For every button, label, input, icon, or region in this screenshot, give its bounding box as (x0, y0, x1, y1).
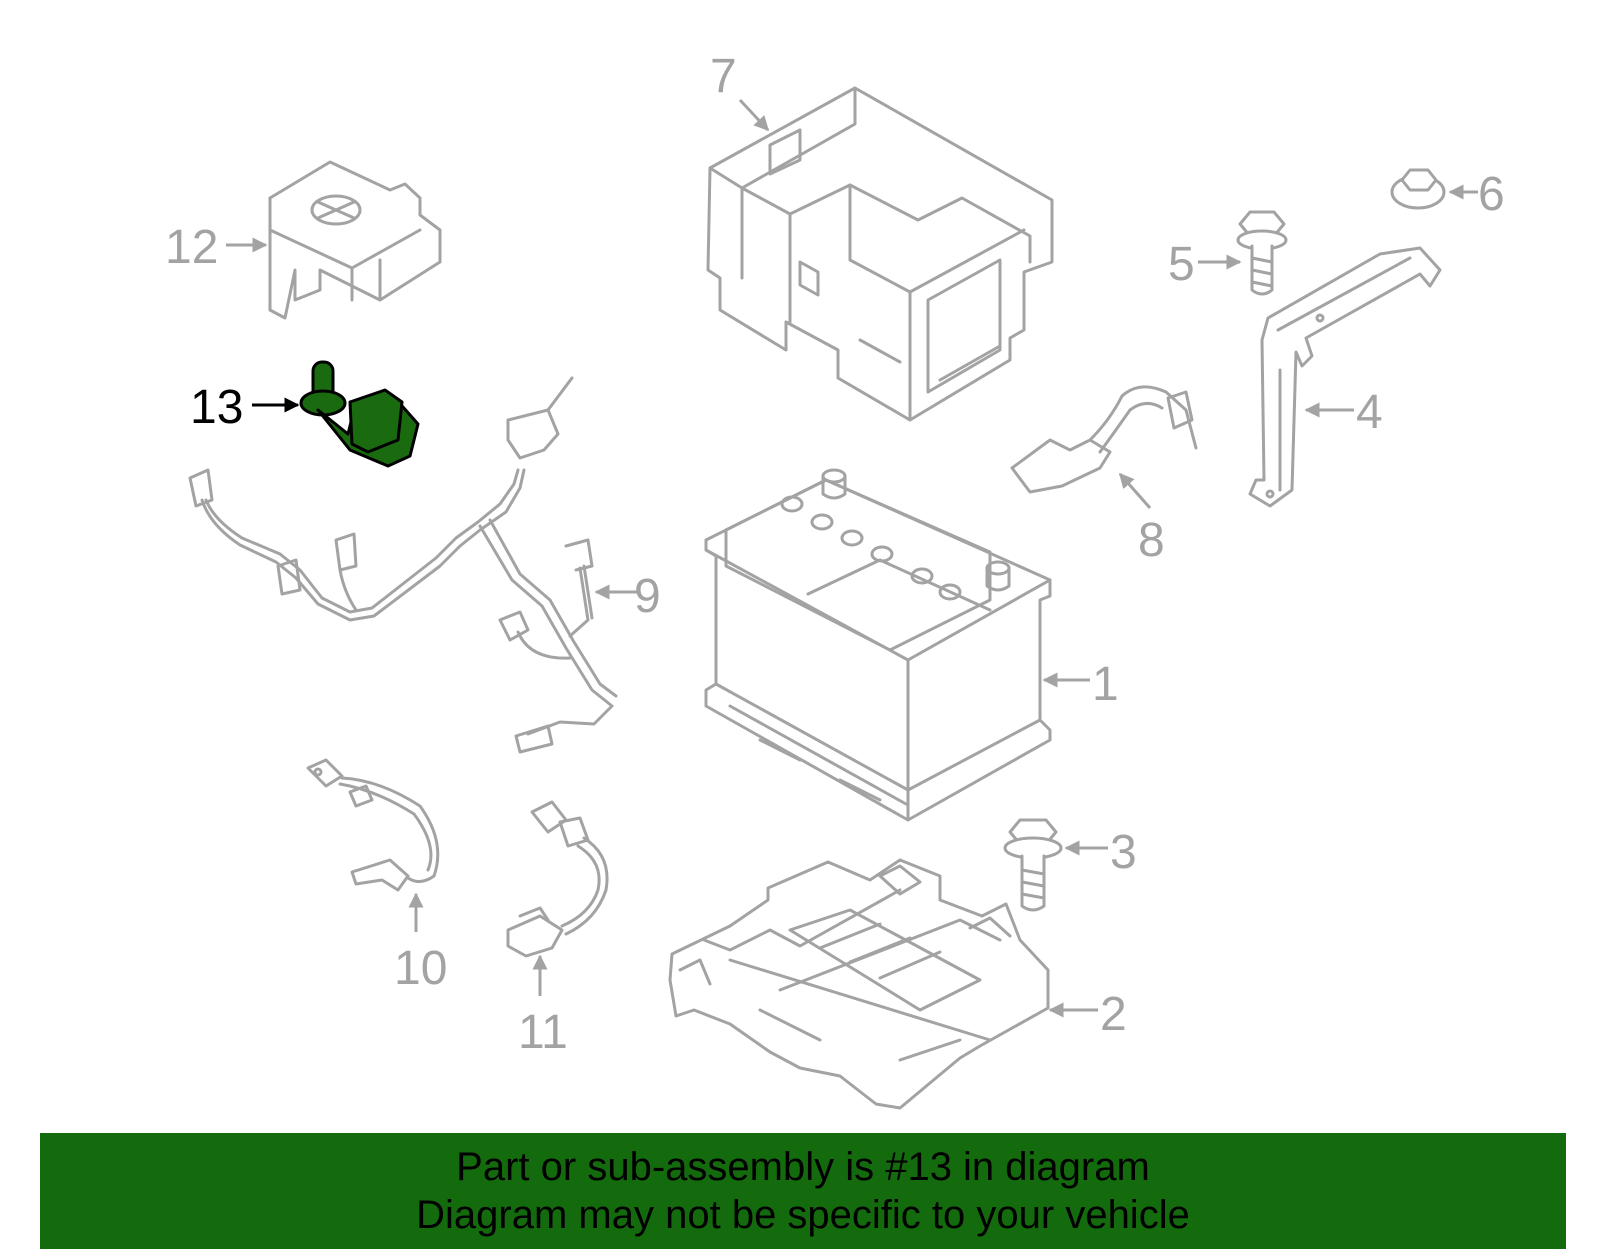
callout-5[interactable]: 5 (1168, 238, 1195, 291)
part-13-battery-sensor[interactable] (299, 360, 420, 468)
callout-6[interactable]: 6 (1478, 168, 1505, 221)
part-6-nut[interactable] (1390, 168, 1446, 210)
leader-7 (738, 98, 770, 132)
callout-7[interactable]: 7 (710, 50, 737, 103)
banner-line-disclaimer: Diagram may not be specific to your vehi… (416, 1193, 1190, 1237)
part-10-ground-cable[interactable] (306, 758, 440, 892)
part-info-banner: Part or sub-assembly is #13 in diagram D… (40, 1133, 1566, 1249)
callout-12[interactable]: 12 (165, 221, 218, 274)
part-9-wiring-harness[interactable] (188, 376, 618, 754)
part-11-sensor-cable[interactable] (506, 800, 609, 958)
part-7-battery-box[interactable] (706, 86, 1054, 422)
callout-13[interactable]: 13 (190, 381, 243, 434)
callout-4[interactable]: 4 (1356, 386, 1383, 439)
part-12-fuse-cover[interactable] (268, 160, 442, 320)
callout-3[interactable]: 3 (1110, 826, 1137, 879)
banner-line-part-number: Part or sub-assembly is #13 in diagram (456, 1145, 1150, 1189)
part-8-harness[interactable] (1010, 385, 1198, 494)
callout-1[interactable]: 1 (1092, 658, 1119, 711)
callout-8[interactable]: 8 (1138, 514, 1165, 567)
callout-2[interactable]: 2 (1100, 988, 1127, 1041)
part-3-tray-bolt[interactable] (1003, 818, 1063, 912)
part-4-hold-down-bracket[interactable] (1248, 246, 1442, 508)
callout-11[interactable]: 11 (518, 1006, 568, 1059)
part-2-battery-tray[interactable] (668, 858, 1050, 1110)
leader-8 (1118, 472, 1152, 509)
callout-10[interactable]: 10 (394, 942, 447, 995)
callout-9[interactable]: 9 (634, 570, 661, 623)
part-1-battery[interactable] (704, 468, 1052, 822)
part-5-bolt[interactable] (1236, 210, 1288, 296)
